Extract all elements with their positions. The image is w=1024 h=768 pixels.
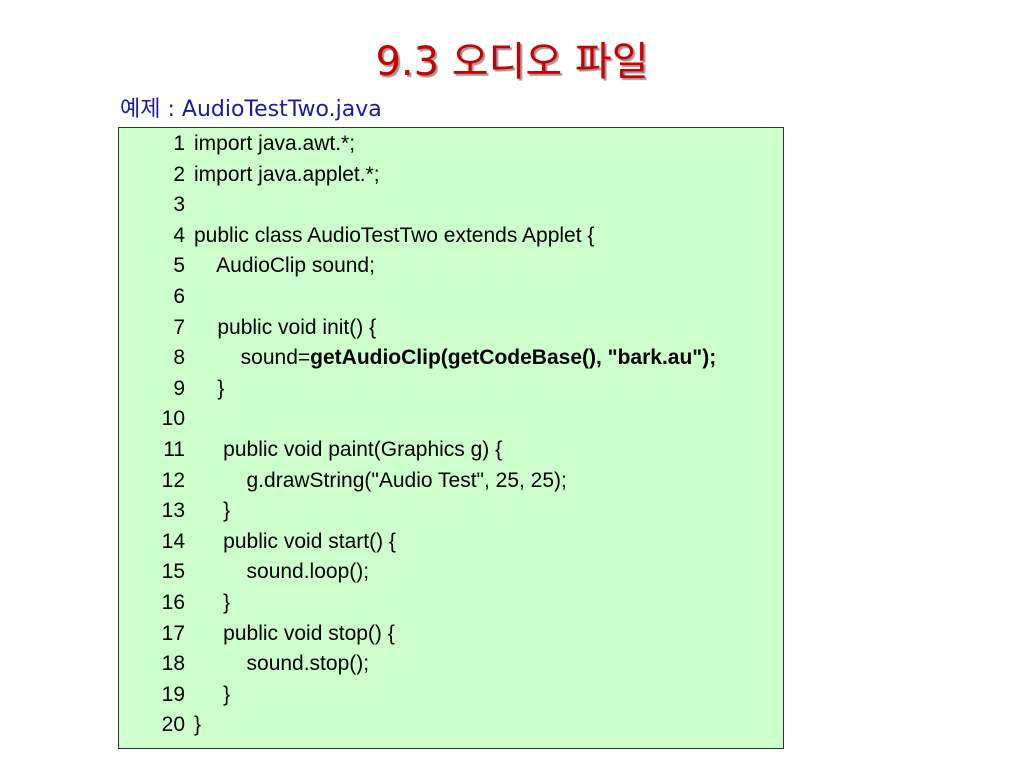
line-number: 5 <box>173 254 185 278</box>
code-text: public void paint(Graphics g) { <box>194 437 503 461</box>
example-label: 예제 : <box>120 97 182 122</box>
code-text: AudioClip sound; <box>194 254 375 278</box>
example-subtitle: 예제 : AudioTestTwo.java <box>120 96 382 124</box>
line-number: 1 <box>173 132 185 155</box>
code-line: 7 public void init() { <box>119 313 879 344</box>
code-line: 19 } <box>119 680 879 711</box>
line-number: 9 <box>173 376 185 400</box>
code-text: sound.stop(); <box>194 652 370 676</box>
code-line: 6 <box>119 282 879 313</box>
line-number: 19 <box>161 682 185 706</box>
code-text: } <box>194 590 231 614</box>
code-text: import java.awt.*; <box>194 132 356 155</box>
code-line: 16 } <box>119 588 879 619</box>
code-line: 1 import java.awt.*; <box>119 129 879 160</box>
example-filename: AudioTestTwo.java <box>181 97 382 122</box>
line-number: 8 <box>173 346 185 370</box>
code-text: sound=getAudioClip(getCodeBase(), "bark.… <box>194 346 717 370</box>
code-box <box>118 127 784 749</box>
line-number: 2 <box>173 162 185 186</box>
code-text: } <box>194 682 231 706</box>
code-line: 12 g.drawString("Audio Test", 25, 25); <box>119 466 879 497</box>
code-line: 5 AudioClip sound; <box>119 251 879 282</box>
code-text: g.drawString("Audio Test", 25, 25); <box>194 468 567 492</box>
line-number: 11 <box>163 437 185 461</box>
line-number: 4 <box>173 223 185 247</box>
code-text: import java.applet.*; <box>194 162 380 186</box>
line-number: 12 <box>161 468 185 492</box>
code-text: } <box>194 376 225 400</box>
code-text: public void init() { <box>194 315 377 339</box>
code-text: public void stop() { <box>194 621 395 645</box>
code-highlight: getAudioClip(getCodeBase(), "bark.au"); <box>310 346 717 370</box>
line-number: 17 <box>161 621 185 645</box>
code-text: public void start() { <box>194 529 396 553</box>
code-line: 3 <box>119 190 879 221</box>
code-line: 11 public void paint(Graphics g) { <box>119 435 879 466</box>
line-number: 16 <box>161 590 185 614</box>
line-number: 13 <box>161 499 185 523</box>
code-line: 17 public void stop() { <box>119 619 879 650</box>
line-number: 15 <box>161 560 185 584</box>
code-line: 2 import java.applet.*; <box>119 160 879 191</box>
code-line: 15 sound.loop(); <box>119 557 879 588</box>
line-number: 18 <box>161 652 185 676</box>
line-number: 3 <box>173 193 185 217</box>
code-line: 13 } <box>119 496 879 527</box>
line-number: 14 <box>161 529 185 553</box>
code-line: 9 } <box>119 374 879 405</box>
code-text: sound.loop(); <box>194 560 370 584</box>
line-number: 10 <box>161 407 185 431</box>
code-line: 18 sound.stop(); <box>119 649 879 680</box>
slide-title: 9.3 오디오 파일 <box>375 39 649 85</box>
code-text: } <box>194 499 231 523</box>
line-number: 20 <box>161 713 185 737</box>
line-number: 6 <box>173 284 185 308</box>
code-text: } <box>194 713 202 737</box>
code-listing: 1 import java.awt.*; 2 import java.applet.*… <box>119 129 879 741</box>
code-line: 8 sound=getAudioClip(getCodeBase(), "bar… <box>119 343 879 374</box>
code-line: 20} <box>119 710 879 741</box>
code-line: 10 <box>119 404 879 435</box>
code-line: 14 public void start() { <box>119 527 879 558</box>
code-text: public class AudioTestTwo extends Applet… <box>194 223 595 247</box>
code-line: 4 public class AudioTestTwo extends Apple… <box>119 221 879 252</box>
line-number: 7 <box>173 315 185 339</box>
